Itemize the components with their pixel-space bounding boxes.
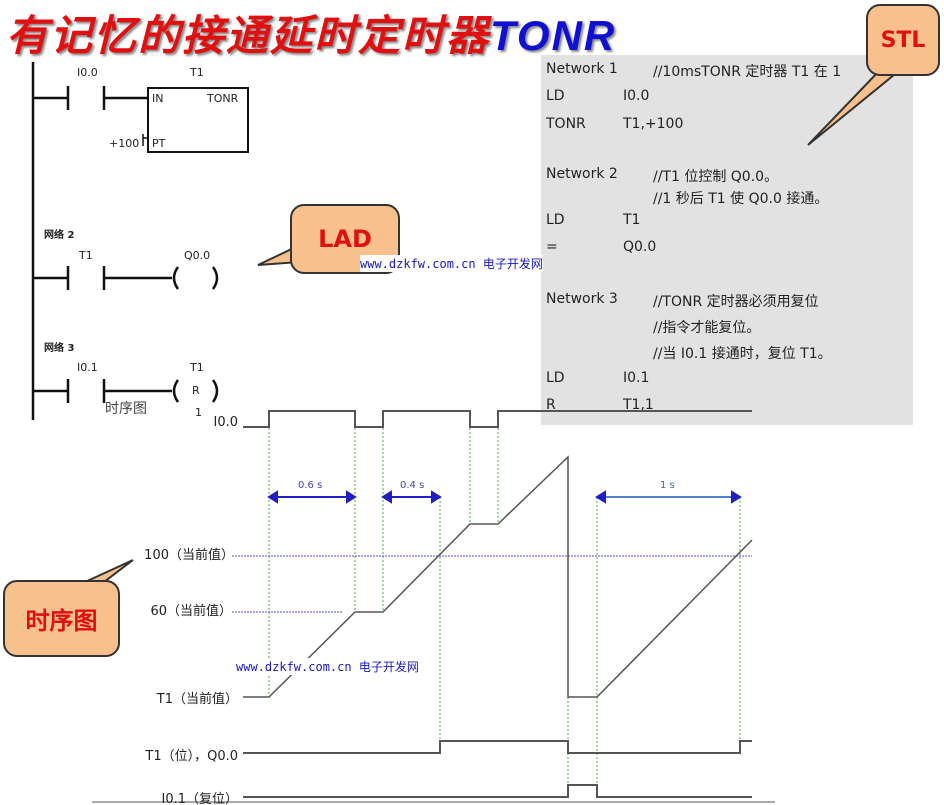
coil-label: T1 [190,361,204,374]
stl-arg: I0.1 [623,370,650,386]
stl-op: = [546,239,558,255]
stl-callout-tail [807,69,903,146]
contact-label: I0.1 [77,361,98,374]
stl-op: LD [546,212,565,228]
stl-arg: T1,+100 [623,116,684,132]
stl-arg: Q0.0 [623,239,657,255]
stl-arg: //指令才能复位。 [653,320,761,336]
overlay-text: 时序图 [105,401,147,417]
stl-arg: //1 秒后 T1 使 Q0.0 接通。 [653,191,829,207]
reset-count: 1 [195,406,202,419]
contact-label: I0.0 [77,66,98,79]
signal-label-i00: I0.0 [213,415,238,430]
duration-label: 1 s [660,480,675,491]
stl-arg: T1 [623,212,641,228]
trace-i00 [243,410,752,428]
stl-panel: Network 1 //10msTONR 定时器 T1 在 1 LD I0.0 TO… [541,55,913,425]
duration-label: 0.6 s [298,480,323,491]
watermark: www.dzkfw.com.cn 电子开发网 [360,255,543,272]
stl-op: Network 2 [546,166,618,182]
timer-in-pin: IN [152,92,164,105]
duration-arrows [267,490,742,504]
timer-preset: +100 [109,137,140,150]
stl-op: R [546,397,556,413]
stl-callout: STL [866,4,940,76]
stl-arg: //T1 位控制 Q0.0。 [653,169,779,185]
signal-label-t1-bit: T1（位），Q0.0 [145,749,238,764]
network-2-label: 网络 2 [44,230,75,241]
timing-callout: 时序图 [3,580,120,657]
stl-op: Network 1 [546,61,618,77]
ladder-diagram [31,62,249,420]
duration-label: 0.4 s [400,480,425,491]
stl-op: LD [546,370,565,386]
coil-label: Q0.0 [184,249,211,262]
stl-op: Network 3 [546,291,618,307]
trace-t1-current [243,455,753,698]
value-label-60: 60（当前值） [150,604,232,619]
title-main: 有记忆的接通延时定时器 [6,11,491,60]
signal-traces [243,410,753,798]
watermark: www.dzkfw.com.cn 电子开发网 [236,658,419,675]
contact-label: T1 [79,249,93,262]
trace-i01 [243,784,752,798]
stl-arg: I0.0 [623,88,650,104]
stl-arg: //当 I0.1 接通时，复位 T1。 [653,346,832,362]
stl-op: LD [546,88,565,104]
stl-arg: T1,1 [623,397,654,413]
signal-label-t1-current: T1（当前值） [156,692,238,707]
coil-type: R [192,384,200,397]
timer-label: T1 [190,66,204,79]
stl-arg: //10msTONR 定时器 T1 在 1 [653,64,842,80]
trace-t1-bit [243,740,752,754]
timer-pt-pin: PT [152,137,166,150]
stl-op: TONR [546,116,586,132]
stl-arg: //TONR 定时器必须用复位 [653,294,819,310]
title-suffix: TONR [490,12,617,59]
value-label-100: 100（当前值） [144,548,234,563]
network-3-label: 网络 3 [44,343,75,354]
timer-type: TONR [207,92,239,105]
signal-label-i01: I0.1（复位） [161,792,238,805]
page-title: 有记忆的接通延时定时器TONR [6,2,616,63]
